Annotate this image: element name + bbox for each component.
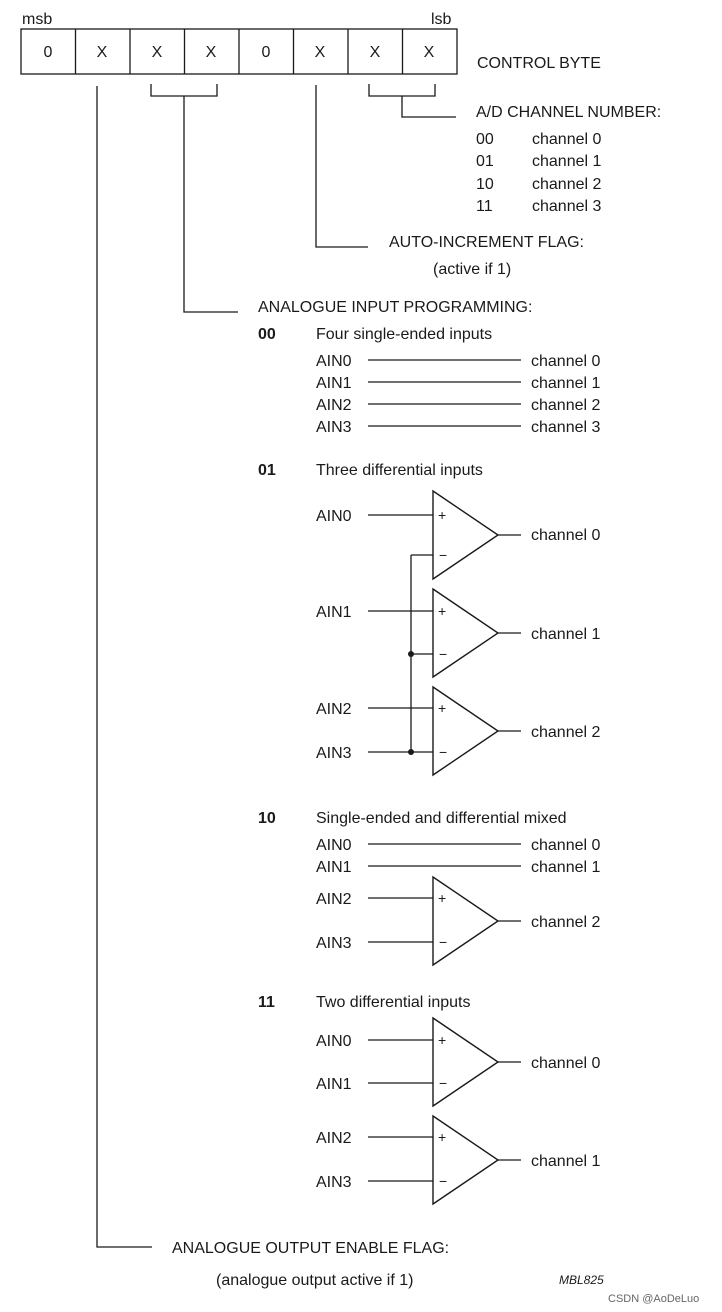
mode-00-input-ain0: AIN0 [316, 353, 352, 370]
mode-01-opamp-3 [432, 685, 500, 777]
mode-10-opamp-minus: − [439, 934, 447, 950]
mode-00-input-ain3: AIN3 [316, 419, 352, 436]
analogue-output-title: ANALOGUE OUTPUT ENABLE FLAG: [172, 1240, 449, 1257]
mode-01-opamp-3-plus: + [438, 700, 446, 716]
mode-10-output-channel-0: channel 0 [531, 837, 600, 854]
mode-00-code: 00 [258, 326, 276, 343]
mode-00-output-channel-3: channel 3 [531, 419, 600, 436]
msb-label: msb [22, 11, 52, 28]
mode-01-wiring: AIN0 + − channel 0 AIN1 + − channel 1 AI… [316, 489, 600, 777]
mode-10-input-ain3: AIN3 [316, 935, 352, 952]
mode-01-desc: Three differential inputs [316, 462, 483, 479]
mode-01-opamp-1-plus: + [438, 507, 446, 523]
mode-10-input-ain0: AIN0 [316, 837, 352, 854]
mode-01-opamp-2-minus: − [439, 646, 447, 662]
mode-10-output-channel-2: channel 2 [531, 914, 600, 931]
auto-increment-note: (active if 1) [433, 261, 511, 278]
ad-channel-3: channel 3 [532, 198, 601, 215]
ad-channel-leader [401, 96, 456, 118]
bit-1: X [370, 44, 381, 61]
mode-10-input-ain2: AIN2 [316, 891, 352, 908]
mode-00-output-channel-0: channel 0 [531, 353, 600, 370]
bit-4: X [206, 44, 217, 61]
ad-channel-2: channel 2 [532, 176, 601, 193]
bit-3: 0 [262, 44, 271, 61]
mode-01-opamp-2-plus: + [438, 603, 446, 619]
analogue-input-title: ANALOGUE INPUT PROGRAMMING: [258, 299, 532, 316]
mode-11-opamp-2-plus: + [438, 1129, 446, 1145]
mode-10-opamp-plus: + [438, 890, 446, 906]
mode-01-opamp-1 [432, 489, 500, 581]
mode-11-input-ain0: AIN0 [316, 1033, 352, 1050]
mode-10-code: 10 [258, 810, 276, 827]
mode-01-output-channel-0: channel 0 [531, 527, 600, 544]
mode-01-input-ain1: AIN1 [316, 604, 352, 621]
ad-channel-bracket [368, 84, 436, 97]
mode-10-desc: Single-ended and differential mixed [316, 810, 567, 827]
analogue-input-leader [183, 96, 238, 313]
mode-01-output-channel-2: channel 2 [531, 724, 600, 741]
mode-00-output-channel-1: channel 1 [531, 375, 600, 392]
watermark: CSDN @AoDeLuo [608, 1293, 699, 1305]
mode-11-wiring: AIN0 + AIN1 − channel 0 AIN2 + AIN3 − ch… [316, 1016, 600, 1206]
mode-11-desc: Two differential inputs [316, 994, 470, 1011]
mode-11-code: 11 [258, 994, 275, 1011]
mode-01-input-ain2: AIN2 [316, 701, 352, 718]
figure-code: MBL825 [559, 1273, 604, 1287]
mode-00-input-ain2: AIN2 [316, 397, 352, 414]
mode-01-input-ain3: AIN3 [316, 745, 352, 762]
analogue-input-bracket [150, 84, 218, 97]
ad-channel-1: channel 1 [532, 153, 601, 170]
mode-11-opamp-1 [432, 1016, 500, 1108]
mode-00-wiring: AIN0 channel 0 AIN1 channel 1 AIN2 chann… [316, 353, 600, 436]
mode-10-input-ain1: AIN1 [316, 859, 352, 876]
ad-code-10: 10 [476, 176, 494, 193]
mode-11-opamp-2 [432, 1114, 500, 1206]
bit-5: X [152, 44, 163, 61]
mode-01-opamp-1-minus: − [439, 547, 447, 563]
mode-11-output-channel-1: channel 1 [531, 1153, 600, 1170]
analogue-output-note: (analogue output active if 1) [216, 1272, 413, 1289]
lsb-label: lsb [431, 11, 452, 28]
analogue-output-leader [96, 86, 152, 1248]
mode-00-input-ain1: AIN1 [316, 375, 352, 392]
mode-01-junction-2 [408, 749, 414, 755]
mode-11-opamp-1-minus: − [439, 1075, 447, 1091]
mode-00-output-channel-2: channel 2 [531, 397, 600, 414]
ad-channel-0: channel 0 [532, 131, 601, 148]
mode-11-input-ain3: AIN3 [316, 1174, 352, 1191]
mode-10-wiring: AIN0 channel 0 AIN1 channel 1 AIN2 + AIN… [316, 837, 600, 967]
mode-11-input-ain1: AIN1 [316, 1076, 352, 1093]
auto-increment-title: AUTO-INCREMENT FLAG: [389, 234, 584, 251]
bit-6: X [97, 44, 108, 61]
mode-11-opamp-2-minus: − [439, 1173, 447, 1189]
ad-code-01: 01 [476, 153, 494, 170]
mode-01-opamp-3-minus: − [439, 744, 447, 760]
control-byte-label: CONTROL BYTE [477, 55, 601, 72]
ad-code-11: 11 [476, 198, 493, 215]
bit-0: X [424, 44, 435, 61]
ad-code-00: 00 [476, 131, 494, 148]
mode-11-input-ain2: AIN2 [316, 1130, 352, 1147]
control-byte-cells: 0 X X X 0 X X X [20, 28, 458, 75]
ad-channel-title: A/D CHANNEL NUMBER: [476, 104, 661, 121]
bit-2: X [315, 44, 326, 61]
mode-01-input-ain0: AIN0 [316, 508, 352, 525]
mode-01-opamp-2 [432, 587, 500, 679]
mode-10-output-channel-1: channel 1 [531, 859, 600, 876]
mode-10-opamp [432, 875, 500, 967]
mode-01-junction-1 [408, 651, 414, 657]
auto-increment-leader [315, 85, 368, 248]
mode-11-opamp-1-plus: + [438, 1032, 446, 1048]
bit-7: 0 [44, 44, 53, 61]
mode-01-code: 01 [258, 462, 276, 479]
mode-00-desc: Four single-ended inputs [316, 326, 492, 343]
mode-11-output-channel-0: channel 0 [531, 1055, 600, 1072]
mode-01-output-channel-1: channel 1 [531, 626, 600, 643]
